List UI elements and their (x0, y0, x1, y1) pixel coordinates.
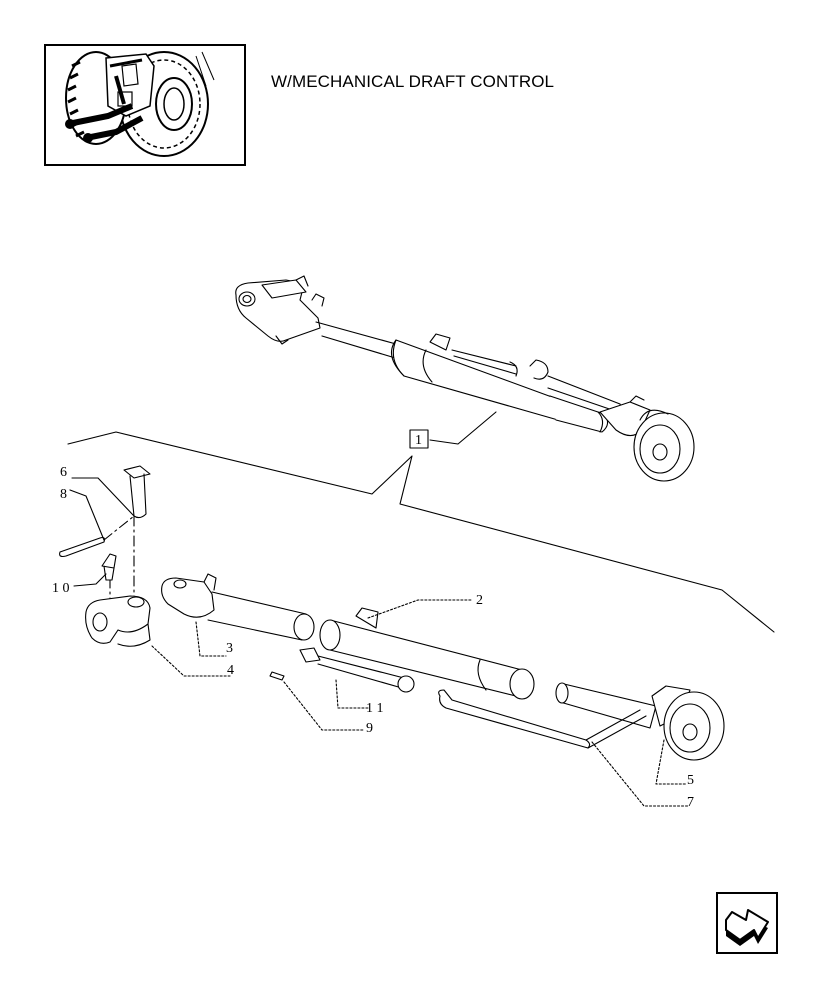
callout-5: 5 (687, 773, 694, 788)
page-title: W/MECHANICAL DRAFT CONTROL (271, 72, 555, 91)
callout-box-1 (409, 429, 429, 449)
barrel-part-2 (319, 607, 535, 700)
next-page-arrow-icon (725, 909, 769, 946)
handle-part-11 (299, 647, 415, 693)
front-eye-part-5 (555, 682, 725, 761)
callout-10: 1 0 (52, 581, 70, 596)
callout-9: 9 (366, 721, 373, 736)
assembled-top-link (235, 275, 695, 482)
tractor-thumbnail-icon (65, 51, 215, 157)
callout-2: 2 (476, 593, 483, 608)
clip-part-8 (59, 536, 106, 558)
callout-8: 8 (60, 487, 67, 502)
next-page-button[interactable] (716, 892, 778, 954)
clevis-part-4 (85, 595, 151, 647)
pin-part-9 (269, 671, 285, 681)
rear-tube-part-3 (161, 573, 315, 641)
callout-11: 1 1 (366, 701, 384, 716)
assembly-boundary (67, 431, 775, 633)
pin-part-6 (123, 465, 151, 601)
callout-6: 6 (60, 465, 67, 480)
tractor-thumbnail (44, 44, 246, 166)
callout-7: 7 (687, 795, 694, 810)
callout-3: 3 (226, 641, 233, 656)
grease-fitting-part-10 (101, 553, 117, 581)
rod-part-7 (438, 689, 647, 749)
callout-1: 1 (415, 433, 422, 448)
callout-4: 4 (227, 663, 234, 678)
